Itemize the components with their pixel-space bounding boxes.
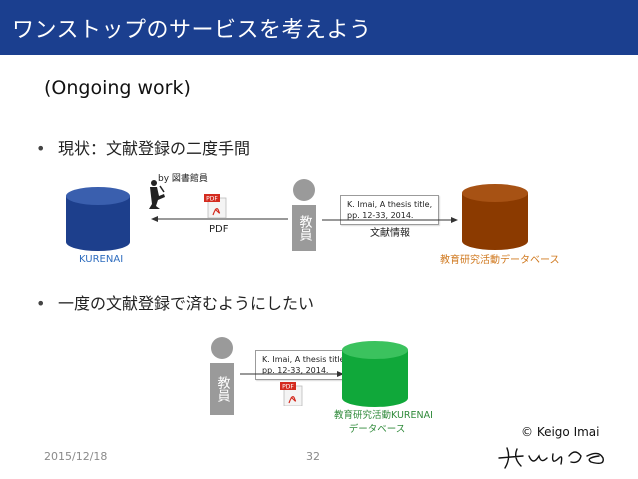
info-arrow-label: 文献情報: [370, 228, 410, 239]
faculty-member-icon: 教員: [291, 179, 317, 251]
faculty-label: 教員: [210, 363, 234, 415]
kurenai-label: KURENAI: [79, 254, 124, 265]
combined-database-icon: [342, 341, 408, 407]
signature-logo: [498, 447, 604, 469]
education-database-label: 教育研究活動データベース: [440, 255, 560, 266]
pdf-icon-2: PDF: [280, 382, 303, 406]
pdf-icon: PDF: [204, 194, 227, 218]
by-librarian-label: by 図書館員: [158, 174, 208, 184]
info-arrow: [322, 217, 458, 223]
pdf-icon-text: PDF: [206, 196, 218, 203]
combined-database-label-line2: データベース: [348, 424, 406, 435]
pdf-icon-text: PDF: [282, 384, 294, 391]
copyright: © Keigo Imai: [521, 425, 600, 439]
person-head: [211, 337, 233, 359]
kurenai-database-icon: [66, 187, 130, 251]
bullet-dot: •: [36, 139, 46, 158]
person-head: [293, 179, 315, 201]
subtitle: (Ongoing work): [44, 77, 191, 99]
librarian-icon: [149, 180, 165, 209]
page-number: 32: [306, 450, 320, 463]
bullet-text: 現状：文献登録の二度手間: [58, 139, 251, 158]
pdf-arrow: [151, 216, 288, 222]
footer-date: 2015/12/18: [44, 450, 108, 463]
pdf-arrow-label: PDF: [209, 224, 229, 235]
faculty-label: 教員: [292, 205, 316, 251]
faculty-member-icon-2: 教員: [209, 337, 235, 415]
register-arrow: [240, 371, 344, 377]
bullet-text: 一度の文献登録で済むようにしたい: [58, 294, 315, 313]
slide-title: ワンストップのサービスを考えよう: [12, 18, 372, 43]
bullet-item-2: • 一度の文献登録で済むようにしたい: [36, 290, 314, 314]
combined-database-label-line1: 教育研究活動KURENAI: [334, 410, 433, 421]
combined-database-label: 教育研究活動KURENAI データベース: [334, 407, 433, 435]
title-bar: ワンストップのサービスを考えよう: [0, 0, 638, 55]
education-database-icon: [462, 184, 528, 250]
bullet-item-1: • 現状：文献登録の二度手間: [36, 135, 250, 159]
bullet-dot: •: [36, 294, 46, 313]
